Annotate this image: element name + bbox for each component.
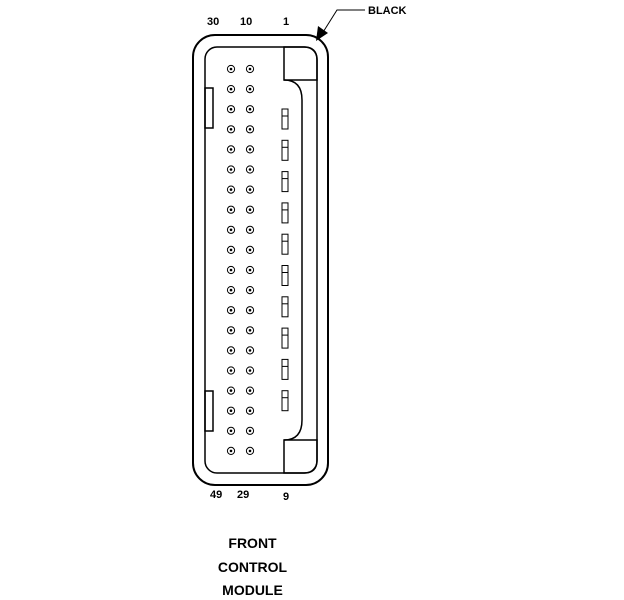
terminal-slot (281, 390, 289, 412)
pin-cavity (226, 386, 236, 395)
pin-cavity (245, 205, 255, 214)
pin-cavity (245, 185, 255, 194)
pin-cavity (226, 105, 236, 114)
latch-tab-top (204, 87, 214, 129)
terminal-slot (281, 327, 289, 349)
pin-cavity (245, 446, 255, 455)
pin-cavity (245, 386, 255, 395)
pin-cavity (245, 366, 255, 375)
pin-cavity (245, 165, 255, 174)
pin-cavity (245, 406, 255, 415)
pin-cavity (245, 426, 255, 435)
pin-label-49: 49 (210, 489, 223, 501)
pin-cavity (226, 306, 236, 315)
pin-cavity (226, 346, 236, 355)
pin-cavity (245, 265, 255, 275)
terminal-slots (281, 108, 289, 412)
connector-outer-housing (192, 34, 329, 486)
pin-label-30: 30 (207, 16, 220, 28)
pin-cavity (245, 326, 255, 335)
caption-line-1: FRONT (228, 535, 277, 551)
caption-line-2: CONTROL (217, 559, 288, 575)
pin-cavity (226, 125, 236, 134)
key-block-bottom (283, 439, 318, 474)
pin-cavity (226, 446, 236, 455)
pin-label-9: 9 (283, 491, 290, 503)
pin-cavities (226, 64, 255, 455)
pin-cavity (245, 64, 255, 74)
color-leader-arrowhead (316, 26, 328, 41)
terminal-slot (281, 265, 289, 286)
pin-cavity (226, 225, 236, 234)
pin-cavity (245, 306, 255, 315)
caption-line-3: MODULE (222, 582, 283, 598)
pin-cavity (226, 245, 236, 254)
pin-cavity (245, 105, 255, 114)
pin-label-10: 10 (240, 16, 253, 28)
pin-cavity (226, 85, 236, 94)
terminal-slot (281, 233, 289, 255)
terminal-slot (281, 139, 289, 161)
pin-cavity (245, 346, 255, 355)
pin-cavity (226, 205, 236, 214)
pin-cavity (245, 85, 255, 94)
pin-cavity (245, 125, 255, 134)
connector-inner-face (204, 46, 318, 474)
pin-cavity (226, 406, 236, 415)
pin-cavity (245, 245, 255, 254)
latch-tab-bottom (204, 390, 214, 432)
pin-cavity (226, 165, 236, 174)
right-channel (283, 79, 303, 441)
terminal-slot (281, 171, 289, 193)
key-block-top (283, 46, 318, 81)
pin-cavity (245, 145, 255, 154)
pin-cavity (226, 286, 236, 295)
terminal-slot (281, 296, 289, 318)
pin-cavity (226, 326, 236, 335)
pin-cavity (226, 145, 236, 154)
pin-cavity (226, 426, 236, 435)
pin-cavity (226, 265, 236, 275)
color-label: BLACK (368, 5, 407, 17)
terminal-slot (281, 358, 289, 380)
pin-cavity (245, 286, 255, 295)
terminal-slot (281, 202, 289, 224)
pin-label-29: 29 (237, 489, 250, 501)
pin-cavity (226, 185, 236, 194)
pin-cavity (226, 366, 236, 375)
color-leader-line (319, 9, 365, 38)
terminal-slot (281, 108, 289, 130)
pin-cavity (226, 64, 236, 74)
pin-label-1: 1 (283, 16, 290, 28)
pin-cavity (245, 225, 255, 234)
